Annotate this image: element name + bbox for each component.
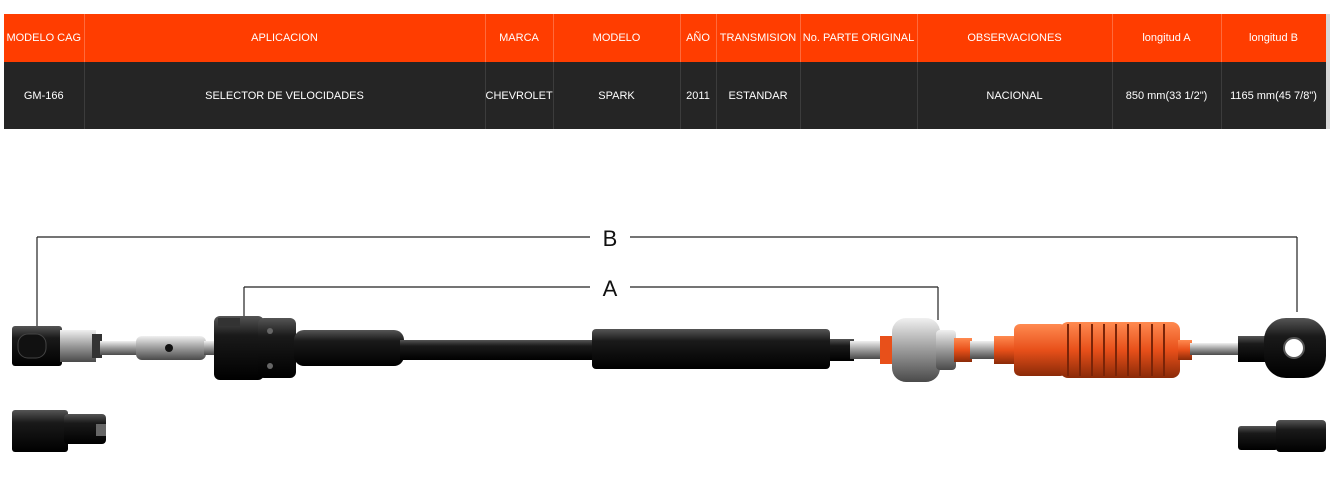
- header-longitud-a: longitud A: [1112, 14, 1222, 62]
- header-aplicacion: APLICACION: [84, 14, 486, 62]
- header-observaciones: OBSERVACIONES: [917, 14, 1113, 62]
- header-modelo: MODELO: [553, 14, 681, 62]
- cable-conduit-end: [830, 339, 854, 361]
- dimension-b-label: B: [603, 226, 618, 251]
- cell-transmision: ESTANDAR: [716, 62, 801, 129]
- spec-table: MODELO CAG APLICACION MARCA MODELO AÑO T…: [4, 14, 1327, 129]
- cell-aplicacion: SELECTOR DE VELOCIDADES: [84, 62, 486, 129]
- cell-modelo-cag: GM-166: [4, 62, 85, 129]
- cable-conduit: [400, 340, 596, 360]
- header-modelo-cag: MODELO CAG: [4, 14, 85, 62]
- cell-parte-original: [800, 62, 918, 129]
- left-abutment: [214, 316, 404, 380]
- orange-boot: [970, 322, 1192, 378]
- cell-longitud-b: 1165 mm(45 7/8"): [1221, 62, 1327, 129]
- header-row: MODELO CAG APLICACION MARCA MODELO AÑO T…: [4, 14, 1327, 62]
- right-metal-fitting: [850, 318, 972, 382]
- right-end-fitting: [1190, 318, 1326, 378]
- cable-diagram: B A: [12, 226, 1326, 452]
- left-clip-part: [12, 410, 106, 452]
- header-ano: AÑO: [680, 14, 717, 62]
- header-longitud-b: longitud B: [1221, 14, 1327, 62]
- dimension-b: B: [36, 226, 1298, 330]
- left-rod: [100, 336, 218, 360]
- header-marca: MARCA: [485, 14, 554, 62]
- table-row: GM-166 SELECTOR DE VELOCIDADES CHEVROLET…: [4, 62, 1327, 129]
- cell-ano: 2011: [680, 62, 717, 129]
- table-edge: [1326, 14, 1330, 129]
- cell-marca: CHEVROLET: [485, 62, 554, 129]
- left-end-fitting: [12, 326, 102, 366]
- cell-observaciones: NACIONAL: [917, 62, 1113, 129]
- dimension-a: A: [243, 276, 939, 320]
- header-transmision: TRANSMISION: [716, 14, 801, 62]
- cable-sleeve: [592, 329, 830, 369]
- dimension-a-label: A: [603, 276, 618, 301]
- header-parte-original: No. PARTE ORIGINAL: [800, 14, 918, 62]
- right-bushing-part: [1238, 420, 1326, 452]
- cell-modelo: SPARK: [553, 62, 681, 129]
- cell-longitud-a: 850 mm(33 1/2"): [1112, 62, 1222, 129]
